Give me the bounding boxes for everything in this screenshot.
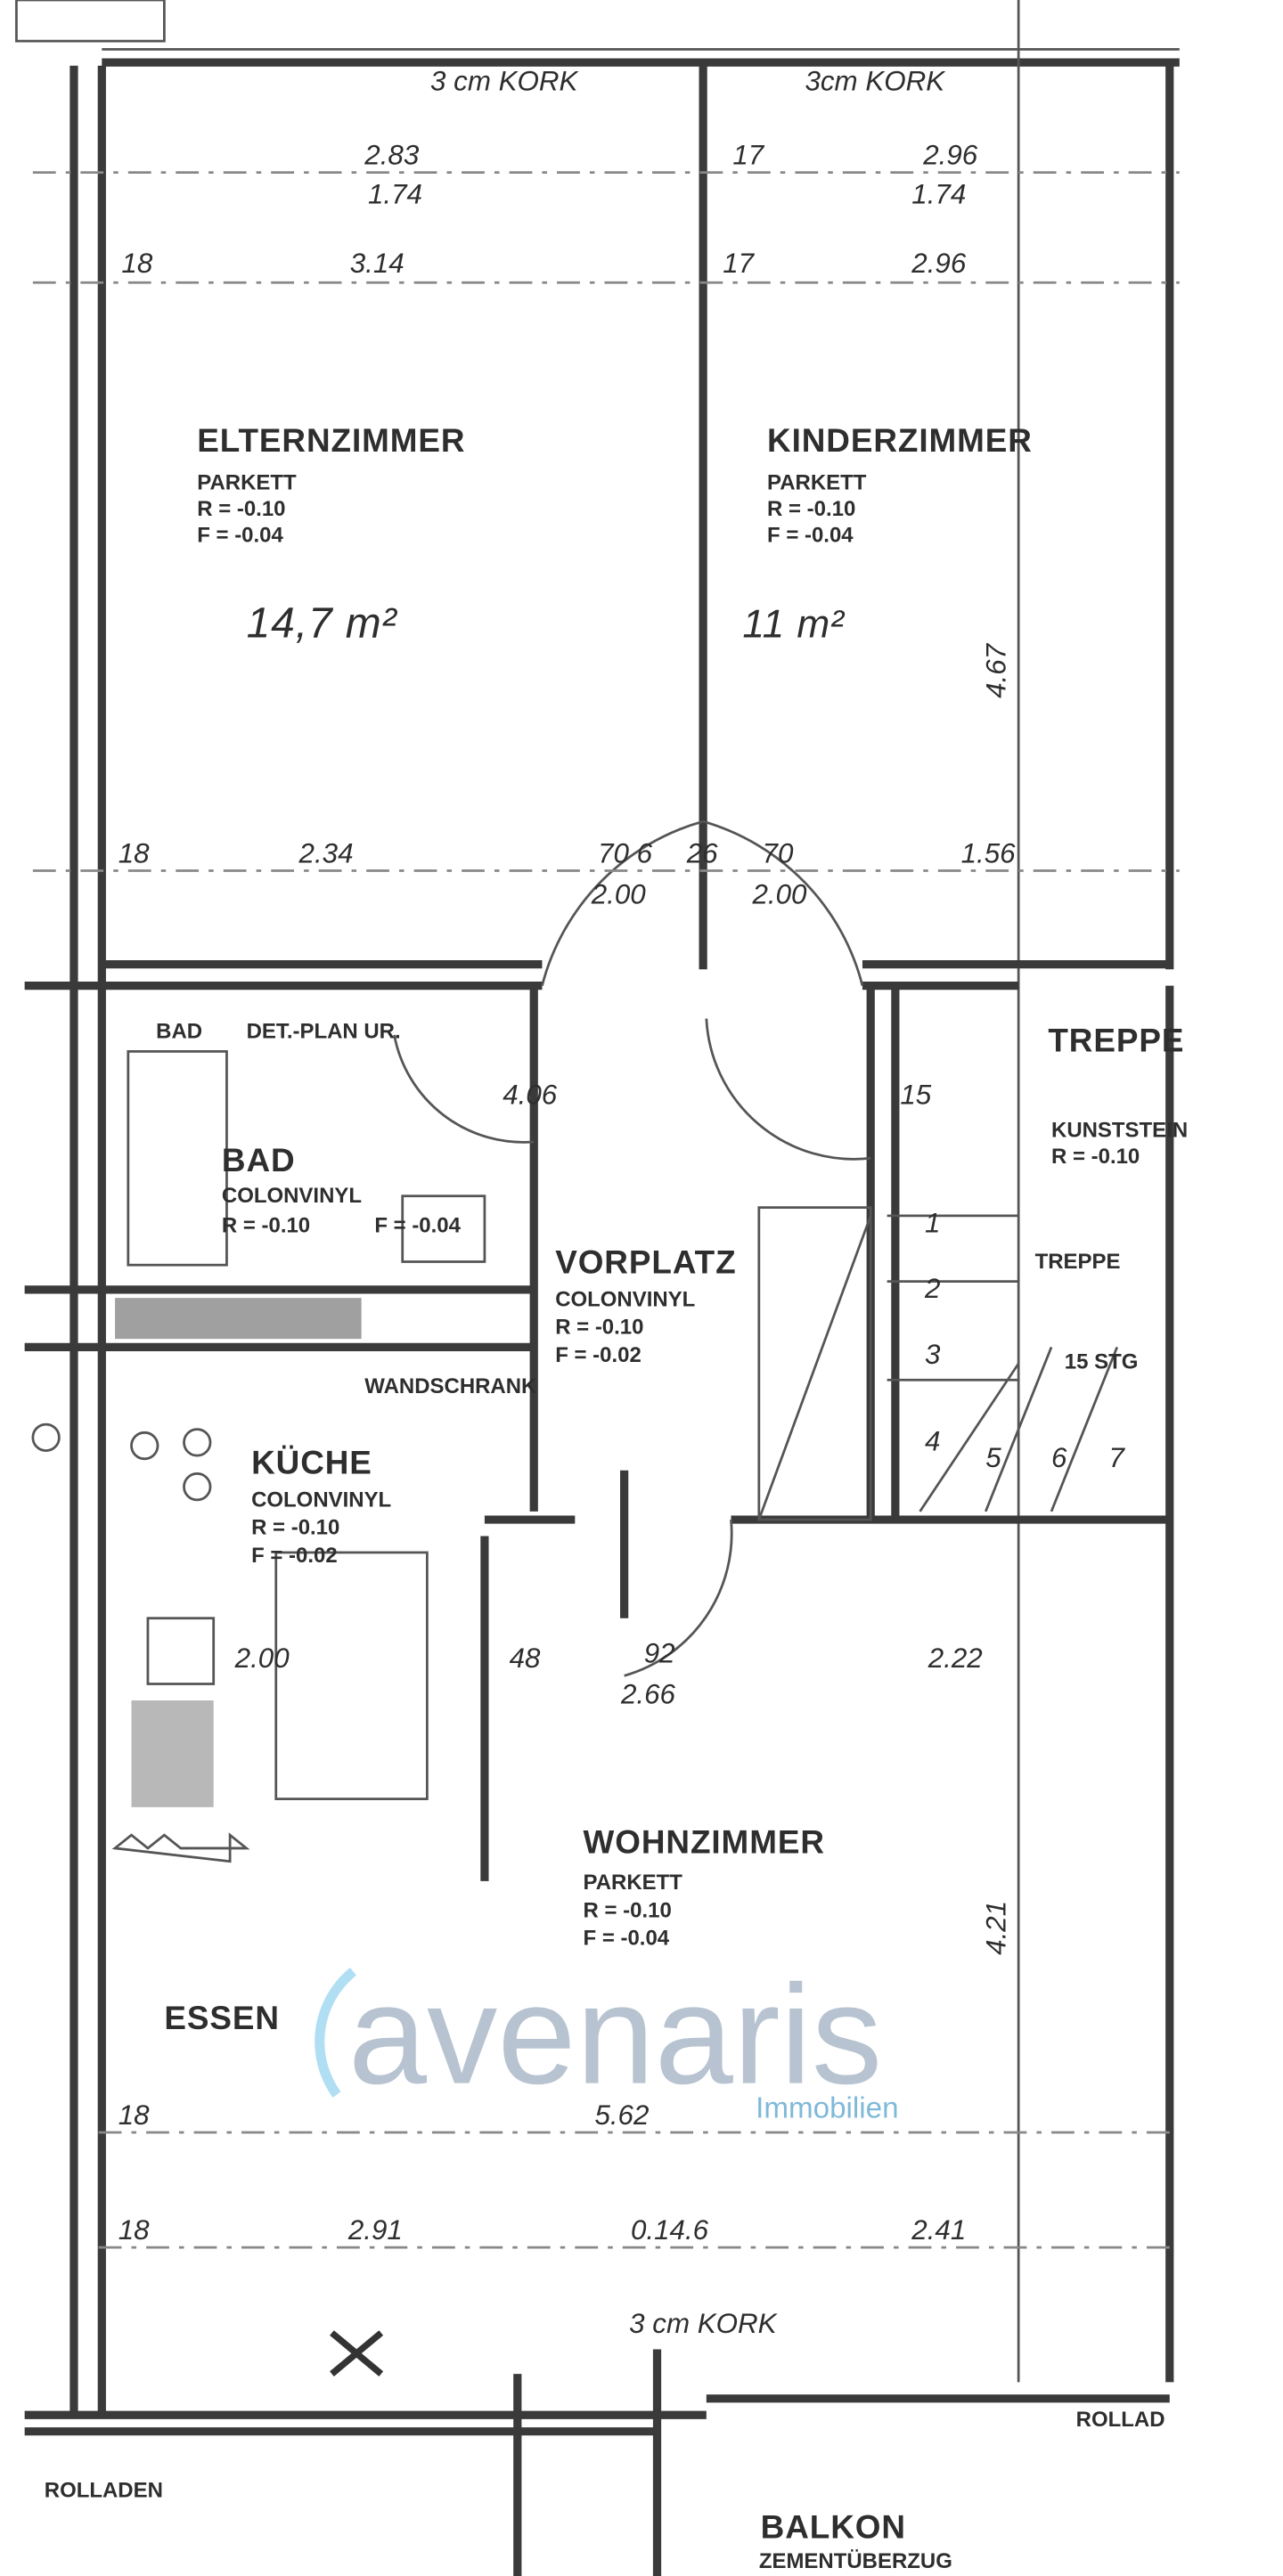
dim: 3.14 (350, 248, 405, 279)
room-name: VORPLATZ (555, 1243, 736, 1280)
dim: 2.66 (620, 1679, 676, 1710)
room-floor: ZEMENTÜBERZUG (759, 2549, 952, 2573)
room-f: F = -0.02 (251, 1544, 338, 1568)
dim: 70 (763, 837, 794, 868)
room-area: 14,7 m² (247, 600, 398, 648)
note-rolladen: ROLLAD (1076, 2408, 1165, 2432)
room-name: TREPPE (1048, 1022, 1184, 1058)
dim: 2.41 (911, 2214, 966, 2246)
dim: 2.22 (928, 1643, 983, 1674)
dim: 4.21 (980, 1901, 1011, 1955)
room-floor: KUNSTSTEIN (1051, 1118, 1188, 1142)
room-r: R = -0.10 (251, 1516, 339, 1540)
room-kinderzimmer: KINDERZIMMER PARKETT R = -0.10 F = -0.04… (742, 422, 1032, 646)
room-name: KÜCHE (251, 1444, 372, 1480)
room-floor: PARKETT (767, 471, 867, 495)
note-rolladen: ROLLADEN (45, 2478, 163, 2502)
logo-text: avenaris (348, 1955, 882, 2114)
room-name: ELTERNZIMMER (197, 422, 465, 459)
room-floor: PARKETT (584, 1871, 683, 1895)
dim: 2.83 (364, 139, 420, 170)
room-f: F = -0.04 (374, 1213, 461, 1237)
step-number: 6 (1051, 1442, 1067, 1473)
room-r: R = -0.10 (584, 1898, 672, 1922)
wandschrank-label: WANDSCHRANK (364, 1374, 537, 1398)
essen-label: ESSEN (164, 2000, 280, 2036)
dim: 4.06 (503, 1079, 558, 1110)
dim: 18 (118, 837, 150, 868)
room-floor: PARKETT (197, 471, 297, 495)
dim: 1.56 (961, 837, 1017, 868)
room-name: BAD (222, 1142, 296, 1178)
bad-plan-note: DET.-PLAN UR. (247, 1020, 401, 1044)
walls (15, 0, 1180, 2576)
dim: 2.00 (751, 878, 807, 909)
room-elternzimmer: ELTERNZIMMER PARKETT R = -0.10 F = -0.04… (197, 422, 465, 648)
room-r: R = -0.10 (1051, 1145, 1140, 1169)
dim: 48 (510, 1643, 541, 1674)
dim: 15 (900, 1079, 931, 1110)
dim: 18 (118, 2099, 150, 2131)
room-r: R = -0.10 (555, 1316, 643, 1340)
dimension-lines (32, 171, 1180, 2249)
room-f: F = -0.04 (584, 1927, 670, 1951)
room-vorplatz: VORPLATZ COLONVINYL R = -0.10 F = -0.02 … (364, 1243, 736, 1398)
room-name: KINDERZIMMER (767, 422, 1033, 459)
step-number: 4 (925, 1426, 940, 1457)
room-name: WOHNZIMMER (584, 1823, 825, 1860)
logo-tagline: Immobilien (756, 2091, 898, 2124)
room-floor: COLONVINYL (222, 1184, 362, 1208)
dim: 70 6 (598, 837, 653, 868)
room-r: R = -0.10 (222, 1213, 310, 1237)
step-number: 1 (925, 1207, 940, 1238)
step-number: 2 (924, 1273, 940, 1304)
dim: 2.96 (922, 139, 978, 170)
dim: 1.74 (911, 179, 966, 210)
dim: 2.00 (591, 878, 647, 909)
dim: 18 (121, 248, 152, 279)
treppe-label: TREPPE (1035, 1250, 1121, 1274)
dim: 4.67 (980, 642, 1011, 698)
dim: 17 (723, 248, 755, 279)
room-f: F = -0.04 (767, 524, 854, 548)
step-number: 3 (925, 1339, 941, 1370)
dim: 2.96 (911, 248, 967, 279)
avenaris-logo: avenaris Immobilien (315, 1955, 899, 2124)
room-kueche: KÜCHE COLONVINYL R = -0.10 F = -0.02 (251, 1444, 391, 1568)
note-kork: 3 cm KORK (430, 65, 579, 96)
treppe-steps: 15 STG (1065, 1349, 1139, 1374)
bad-plan-label: BAD (156, 1020, 202, 1044)
room-name: BALKON (761, 2509, 906, 2546)
room-f: F = -0.04 (197, 524, 283, 548)
room-treppe: TREPPE KUNSTSTEIN R = -0.10 TREPPE 15 ST… (924, 1022, 1188, 1473)
room-floor: COLONVINYL (251, 1488, 391, 1512)
dimensions: 2.83 1.74 17 2.96 1.74 18 3.14 17 2.96 4… (118, 139, 1016, 2245)
room-bad: BAD DET.-PLAN UR. BAD COLONVINYL R = -0.… (156, 1020, 461, 1238)
dim: 18 (118, 2214, 150, 2246)
room-f: F = -0.02 (555, 1343, 642, 1367)
room-floor: COLONVINYL (555, 1287, 695, 1311)
room-wohnzimmer: WOHNZIMMER PARKETT R = -0.10 F = -0.04 E… (164, 1823, 825, 2036)
room-r: R = -0.10 (767, 497, 855, 521)
dim: 0.14.6 (631, 2214, 709, 2246)
room-r: R = -0.10 (197, 497, 285, 521)
dim: 2.34 (298, 837, 354, 868)
step-number: 5 (985, 1442, 1001, 1473)
room-area: 11 m² (742, 603, 846, 647)
dim: 1.74 (368, 179, 422, 210)
dim: 92 (644, 1638, 675, 1669)
step-number: 7 (1109, 1442, 1126, 1473)
dim: 2.91 (347, 2214, 403, 2246)
dim: 26 (686, 837, 718, 868)
note-kork: 3cm KORK (805, 65, 946, 96)
room-balkon: BALKON ZEMENTÜBERZUG (759, 2509, 952, 2573)
dim: 17 (732, 139, 764, 170)
dim: 5.62 (594, 2099, 649, 2131)
dim: 2.00 (234, 1643, 290, 1674)
note-kork: 3 cm KORK (629, 2308, 778, 2339)
